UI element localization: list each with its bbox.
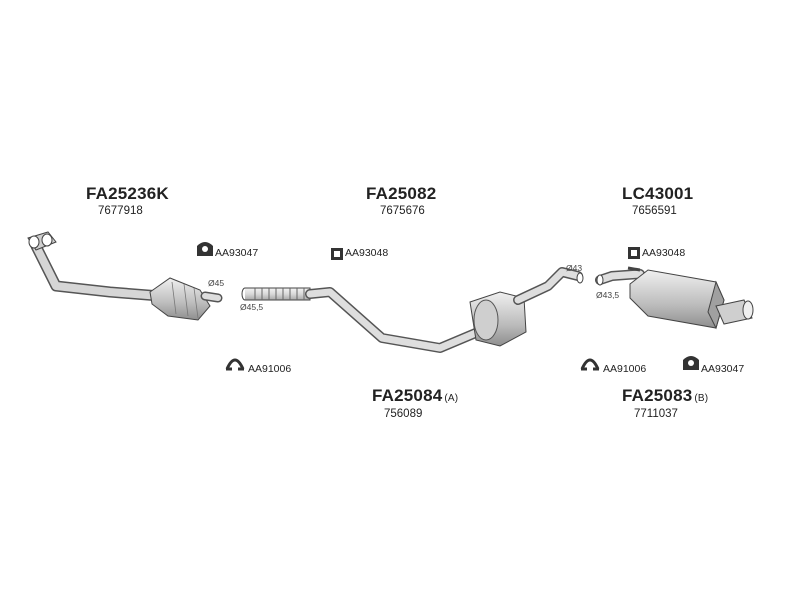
diameter-label: Ø45,5 (240, 302, 264, 312)
part-ref-label: 7656591 (632, 205, 677, 217)
hanger-icon (331, 248, 343, 260)
accessory-label: AA93048 (345, 247, 389, 259)
diameter-label: Ø43 (566, 263, 583, 273)
flex-connector (241, 287, 311, 301)
part-ref-label: 7711037 (634, 408, 678, 420)
accessory-label: AA93047 (701, 363, 745, 375)
diameter-label: Ø45 (208, 278, 225, 288)
part-code-label: FA25082 (366, 184, 437, 203)
hanger-icon (197, 242, 213, 256)
clamp-icon (225, 358, 245, 371)
part-ref-label: 7677918 (98, 205, 143, 217)
part-ref-label: 7675676 (380, 205, 425, 217)
accessory-label: AA91006 (603, 363, 647, 375)
middle-pipe-silencer (305, 267, 584, 353)
clamp-icon (580, 358, 600, 371)
accessory-label: AA93047 (215, 247, 259, 259)
part-code-label: FA25236K (86, 184, 169, 203)
part-code-label: LC43001 (622, 184, 694, 203)
accessory-label: AA91006 (248, 363, 292, 375)
part-suffix: (A) (444, 393, 459, 404)
hanger-icon (683, 356, 699, 370)
rear-silencer (595, 266, 754, 330)
part-code-text: FA25084 (372, 386, 443, 405)
hanger-icon (628, 247, 640, 259)
accessory-label: AA93048 (642, 247, 686, 259)
part-code-label: FA25084(A) (372, 386, 458, 406)
part-suffix: (B) (694, 393, 709, 404)
catalytic-converter-pipe (27, 231, 223, 321)
diameter-label: Ø43,5 (596, 290, 620, 300)
part-code-text: FA25083 (622, 386, 693, 405)
part-ref-label: 756089 (384, 408, 423, 420)
part-code-label: FA25083(B) (622, 386, 708, 406)
